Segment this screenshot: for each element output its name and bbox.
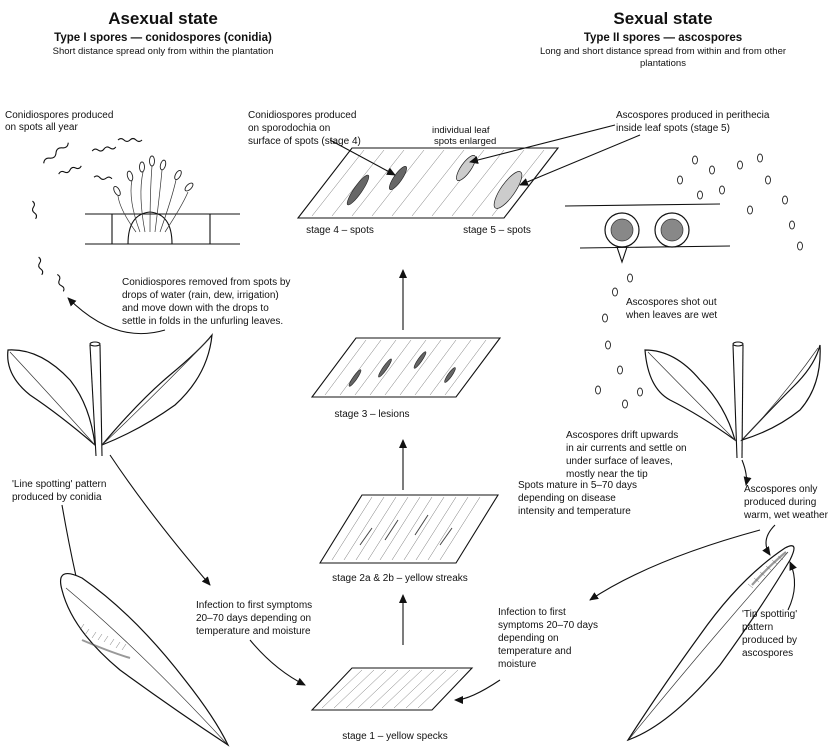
label-warm-wet-1: Ascospores only [744,484,817,495]
label-tip-spotting-4: ascospores [742,648,793,659]
label-sporodochia-1: Conidiospores produced [248,110,356,121]
label-stage4: stage 4 – spots [306,225,374,236]
arrow-to-warm-wet [742,460,747,485]
label-infection-left-3: temperature and moisture [196,626,311,637]
arrow-tip-spotting-from-top [766,525,775,555]
right-title: Sexual state [613,9,712,28]
left-note: Short distance spread only from within t… [53,46,274,57]
label-shot-out-1: Ascospores shot out [626,297,717,308]
label-line-spotting-1: 'Line spotting' pattern [12,479,106,490]
label-infection-left-2: 20–70 days depending on [196,613,311,624]
label-conidio-removed-1: Conidiospores removed from spots by [122,277,290,288]
label-drift-3: under surface of leaves, [566,456,673,467]
arrow-to-stage1 [250,640,305,685]
label-conidio-all-year-2: on spots all year [5,122,78,133]
banana-plant-left [8,335,212,456]
label-warm-wet-2: produced during [744,497,816,508]
label-spots-mature-1: Spots mature in 5–70 days [518,480,637,491]
label-stage1: stage 1 – yellow specks [342,731,448,742]
label-tip-spotting-3: produced by [742,635,797,646]
label-conidio-removed-4: settle in folds in the unfurling leaves. [122,316,283,327]
label-infection-right-3: depending on [498,633,559,644]
label-perithecia-2: inside leaf spots (stage 5) [616,123,730,134]
arrow-perithecia-spot2 [520,135,640,185]
label-stage2: stage 2a & 2b – yellow streaks [332,573,468,584]
arrow-infection-right-to-stage1 [455,680,500,700]
label-infection-left-1: Infection to first symptoms [196,600,312,611]
label-tip-spotting-2: pattern [742,622,773,633]
label-warm-wet-3: warm, wet weather [743,510,829,521]
label-drift-1: Ascospores drift upwards [566,430,678,441]
left-title: Asexual state [108,9,218,28]
label-infection-right-1: Infection to first [498,607,566,618]
label-conidio-removed-3: and move down with the drops to [122,303,269,314]
label-spots-mature-3: intensity and temperature [518,506,631,517]
right-subtitle: Type II spores — ascospores [584,32,742,44]
leaf-section-stage3 [312,338,500,397]
label-conidio-removed-2: drops of water (rain, dew, irrigation) [122,290,279,301]
label-stage5: stage 5 – spots [463,225,531,236]
label-stage3: stage 3 – lesions [334,409,409,420]
conidiophore-illustration [85,156,240,244]
arrow-tip-spotting [788,562,795,610]
label-shot-out-2: when leaves are wet [625,310,717,321]
leaf-section-stage4-5 [298,148,558,218]
leaf-section-stage1 [312,668,472,710]
perithecia-illustration [565,204,730,262]
arrow-infection-left [110,455,210,585]
label-conidio-all-year-1: Conidiospores produced [5,110,113,121]
label-infection-right-5: moisture [498,659,537,670]
left-subtitle: Type I spores — conidospores (conidia) [54,32,272,44]
arrow-infection-right [590,530,760,600]
label-tip-spotting-1: 'Tip spotting' [742,609,797,620]
arrow-sporodochia [330,140,395,175]
label-drift-4: mostly near the tip [566,469,648,480]
label-sporodochia-3: surface of spots (stage 4) [248,136,361,147]
label-sporodochia-2: on sporodochia on [248,123,330,134]
label-leaf-spots-enlarged-2: spots enlarged [434,136,496,147]
right-note-line1: Long and short distance spread from with… [540,46,786,57]
label-drift-2: in air currents and settle on [566,443,687,454]
label-infection-right-2: symptoms 20–70 days [498,620,598,631]
right-note-line2: plantations [640,58,686,69]
label-infection-right-4: temperature and [498,646,571,657]
label-perithecia-1: Ascospores produced in perithecia [616,110,770,121]
leaf-section-stage2 [320,495,498,563]
label-spots-mature-2: depending on disease [518,493,616,504]
ascospores-group [596,154,803,408]
label-leaf-spots-enlarged-1: individual leaf [432,125,490,136]
label-line-spotting-2: produced by conidia [12,492,102,503]
